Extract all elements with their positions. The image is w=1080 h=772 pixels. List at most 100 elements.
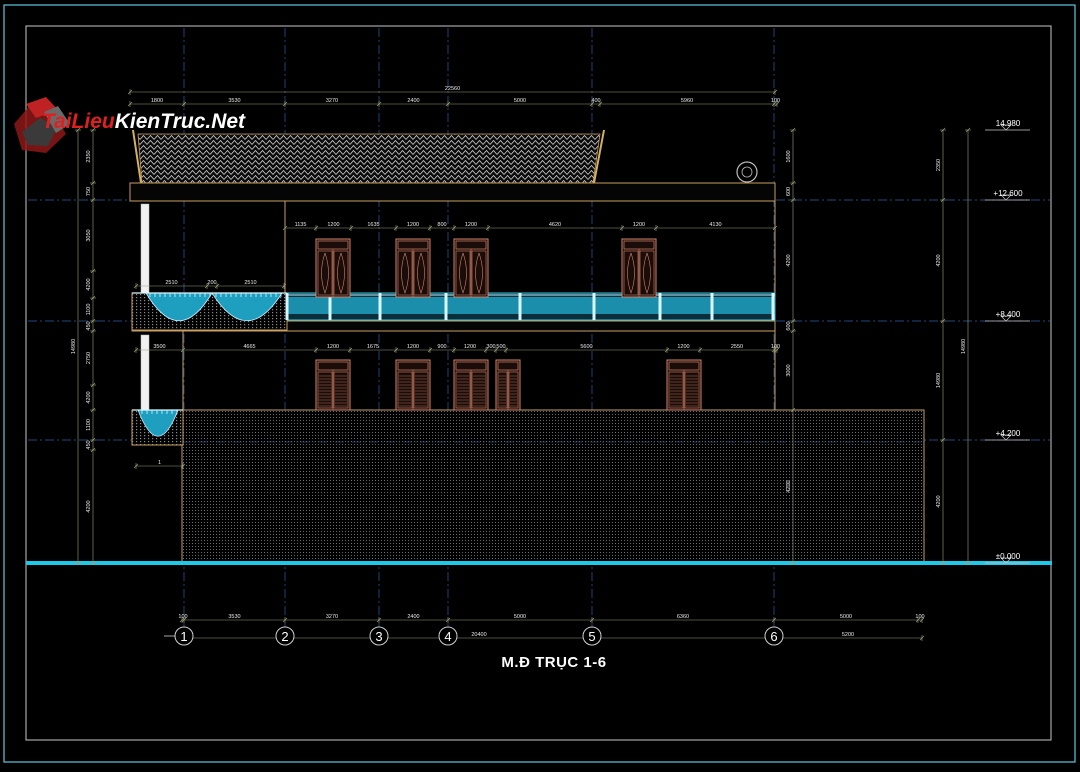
dim-label: 3530 <box>228 614 240 620</box>
dim-label: 1200 <box>407 222 419 228</box>
dim-label: 450 <box>86 440 92 449</box>
dim-label: 1800 <box>151 98 163 104</box>
dim-label: 2350 <box>86 150 92 162</box>
ground-floor-block <box>181 409 925 563</box>
drawing-title: M.Đ TRỤC 1-6 <box>501 654 606 671</box>
dim-label: 5000 <box>514 98 526 104</box>
dim-label: 1 <box>158 460 161 466</box>
level-label: ±0.000 <box>996 552 1021 561</box>
level-markers: 14.980 +12.600 +8.400 +4.200 ±0.000 <box>985 119 1030 564</box>
dim-label: 4200 <box>86 391 92 403</box>
door <box>666 359 702 411</box>
axis-number: 4 <box>444 629 451 644</box>
level-marker: +8.400 <box>985 310 1030 322</box>
dim-label: 3270 <box>326 98 338 104</box>
inner-frame <box>25 25 1052 741</box>
dim-label: 400 <box>591 98 600 104</box>
dim-label: 2400 <box>407 98 419 104</box>
dim-label: 1675 <box>367 344 379 350</box>
door <box>395 238 431 298</box>
dim-label: 4200 <box>936 254 942 266</box>
axis-number: 1 <box>180 629 187 644</box>
dim-label: 4200 <box>86 278 92 290</box>
dim-label: 750 <box>86 187 92 196</box>
axis-bubble-4: 4 <box>438 626 458 646</box>
axis-bubble-2: 2 <box>275 626 295 646</box>
dim-label: 4200 <box>936 495 942 507</box>
water-tank-icon <box>736 161 758 183</box>
level-marker: 14.980 <box>985 119 1030 131</box>
tiled-roof <box>137 133 601 184</box>
dim-label: 2510 <box>244 280 256 286</box>
axis-bubble-1: 1 <box>174 626 194 646</box>
dim-label: 5960 <box>681 98 693 104</box>
dim-label: 2550 <box>731 344 743 350</box>
dim-label: 300 <box>486 344 495 350</box>
dim-label: 4200 <box>786 480 792 492</box>
dim-label: 4665 <box>243 344 255 350</box>
watermark-text-red: TaiLieu <box>42 110 115 133</box>
level-marker: +12.600 <box>985 189 1030 201</box>
dim-label: 4620 <box>549 222 561 228</box>
dim-label: 2350 <box>936 159 942 171</box>
dim-label: 5600 <box>580 344 592 350</box>
dim-label: 14980 <box>71 339 77 354</box>
dim-label: 4200 <box>86 500 92 512</box>
level-label: +12.600 <box>993 189 1023 198</box>
axis-number: 3 <box>375 629 382 644</box>
dim-label: 3270 <box>326 614 338 620</box>
dim-label: 1135 <box>295 222 307 228</box>
level-marker: +4.200 <box>985 429 1030 441</box>
balcony <box>131 409 184 446</box>
dimension-lines <box>75 89 971 641</box>
watermark-text-white: KienTruc.Net <box>115 110 246 133</box>
dim-label: 800 <box>437 222 446 228</box>
watermark-text: TaiLieuKienTruc.Net <box>42 110 246 133</box>
dim-label: 450 <box>86 321 92 330</box>
railing <box>285 292 776 321</box>
door <box>453 359 489 411</box>
balcony <box>131 292 288 331</box>
dim-label: 900 <box>437 344 446 350</box>
dim-label: 1635 <box>367 222 379 228</box>
axis-number: 6 <box>770 629 777 644</box>
dim-label: 600 <box>786 187 792 196</box>
watermark-logo: TaiLieuKienTruc.Net <box>14 97 246 153</box>
dim-label: 2400 <box>407 614 419 620</box>
axis-number: 2 <box>281 629 288 644</box>
dim-label: 1200 <box>677 344 689 350</box>
dim-label: 1200 <box>327 222 339 228</box>
dim-label: 100 <box>915 614 924 620</box>
dim-label: 100 <box>771 98 780 104</box>
building-elevation <box>129 129 925 563</box>
dim-label: 3050 <box>86 229 92 241</box>
dim-label: 20400 <box>471 632 486 638</box>
axis-bubble-3: 3 <box>369 626 389 646</box>
dim-label: 1200 <box>633 222 645 228</box>
balconies <box>131 292 288 446</box>
dim-label: 500 <box>496 344 505 350</box>
axis-number: 5 <box>588 629 595 644</box>
dim-label: 2750 <box>86 352 92 364</box>
dim-label: 4130 <box>709 222 721 228</box>
dim-label: 1200 <box>327 344 339 350</box>
level-label: +4.200 <box>996 429 1021 438</box>
dim-label: 14980 <box>936 373 942 388</box>
dim-label: 4200 <box>786 254 792 266</box>
dim-label: 6360 <box>677 614 689 620</box>
dim-label: 3530 <box>228 98 240 104</box>
dim-label: 3500 <box>153 344 165 350</box>
level-label: +8.400 <box>996 310 1021 319</box>
dim-label: 200 <box>207 280 216 286</box>
dim-label: 5000 <box>514 614 526 620</box>
dim-label: 1600 <box>786 150 792 162</box>
dim-label: 14980 <box>961 339 967 354</box>
doors <box>315 238 702 411</box>
axis-markers: 1 2 3 4 5 6 <box>164 626 784 646</box>
dim-label: 100 <box>178 614 187 620</box>
dim-label: 1200 <box>407 344 419 350</box>
dim-label: 1100 <box>86 419 92 431</box>
dim-label: 1200 <box>465 222 477 228</box>
